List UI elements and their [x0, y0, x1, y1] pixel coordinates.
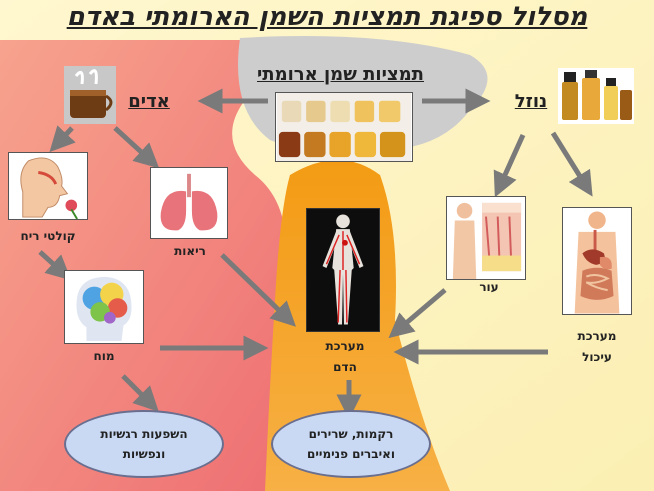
liquid-bottles-image: [558, 68, 634, 124]
page-title: מסלול ספיגת תמציות השמן הארומתי באדם: [66, 2, 588, 32]
oil-extract-label: תמציות שמן ארומתי: [257, 64, 424, 85]
blood-system-label: מערכת הדם: [315, 336, 375, 378]
olfactory-label: קולטי ריח: [20, 229, 76, 243]
digestive-label: מערכת עיכול: [562, 326, 632, 368]
emotional-effects-line1: השפעות רגשיות: [100, 427, 188, 441]
liquid-label: נוזל: [514, 91, 548, 112]
digestive-label-line1: מערכת: [577, 329, 617, 343]
oil-bottles-image: [275, 92, 413, 162]
emotional-effects-ellipse: השפעות רגשיות ונפשיות: [64, 410, 224, 478]
vapor-cup-image: [64, 66, 116, 124]
tissues-line2: ואיברים פנימיים: [307, 447, 395, 461]
bottles-top-row: [281, 100, 401, 123]
vapor-label: אדים: [128, 91, 170, 112]
olfactory-image: [8, 152, 88, 220]
digestive-label-line2: עיכול: [582, 350, 612, 364]
skin-label: עור: [479, 280, 499, 294]
digestive-image: [562, 207, 632, 315]
lungs-label: ריאות: [174, 244, 206, 258]
blood-system-label-line1: מערכת: [325, 339, 365, 353]
blood-system-label-line2: הדם: [333, 360, 357, 374]
tissues-ellipse: רקמות, שרירים ואיברים פנימיים: [271, 410, 431, 478]
brain-label: מוח: [93, 349, 115, 363]
bottles-bottom-row: [278, 131, 406, 158]
blood-system-image: [306, 208, 380, 332]
brain-image: [64, 270, 144, 344]
tissues-line1: רקמות, שרירים: [308, 427, 394, 441]
lungs-image: [150, 167, 228, 239]
emotional-effects-line2: ונפשיות: [122, 447, 166, 461]
skin-image: [446, 196, 526, 280]
